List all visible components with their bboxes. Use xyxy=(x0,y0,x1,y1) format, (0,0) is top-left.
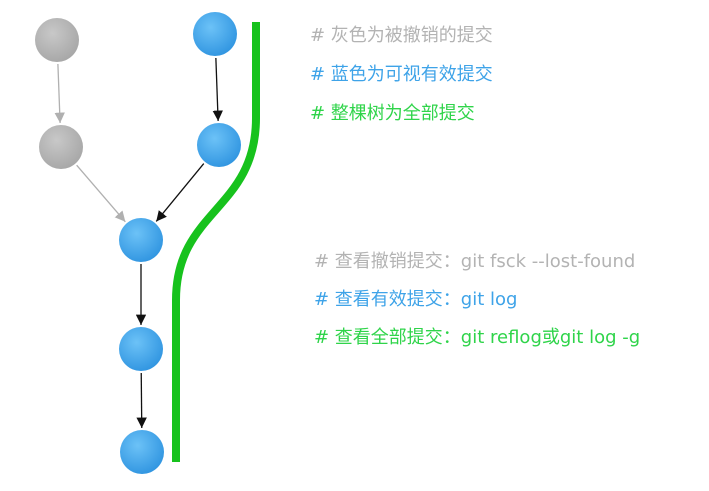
edge-after-merge-to-latest xyxy=(136,372,147,429)
commit-nodes xyxy=(35,12,241,474)
commit-node-gray-mid xyxy=(39,125,83,169)
edge-blue-mid-to-merge xyxy=(155,163,205,222)
commit-node-gray-top xyxy=(35,18,79,62)
commit-node-merge xyxy=(119,218,163,262)
command-reflog-note: # 查看全部提交：git reflog或git log -g xyxy=(314,327,641,348)
edge-gray-mid-to-merge xyxy=(76,164,126,223)
legend-gray-note: # 灰色为被撤销的提交 xyxy=(310,25,493,46)
commit-node-blue-top xyxy=(193,12,237,56)
legend-green-note: # 整棵树为全部提交 xyxy=(310,103,475,124)
legend-blue-note: # 蓝色为可视有效提交 xyxy=(310,64,493,85)
command-git-log-note: # 查看有效提交：git log xyxy=(314,289,518,310)
commit-edges xyxy=(54,57,223,429)
all-commits-boundary-line xyxy=(172,22,260,462)
commit-node-after-merge xyxy=(119,327,163,371)
commit-node-latest xyxy=(120,430,164,474)
edge-gray-top-to-gray-mid xyxy=(54,63,65,124)
edge-blue-top-to-blue-mid xyxy=(212,57,223,122)
command-lost-found-note: # 查看撤销提交：git fsck --lost-found xyxy=(314,251,636,272)
commit-node-blue-mid xyxy=(197,123,241,167)
